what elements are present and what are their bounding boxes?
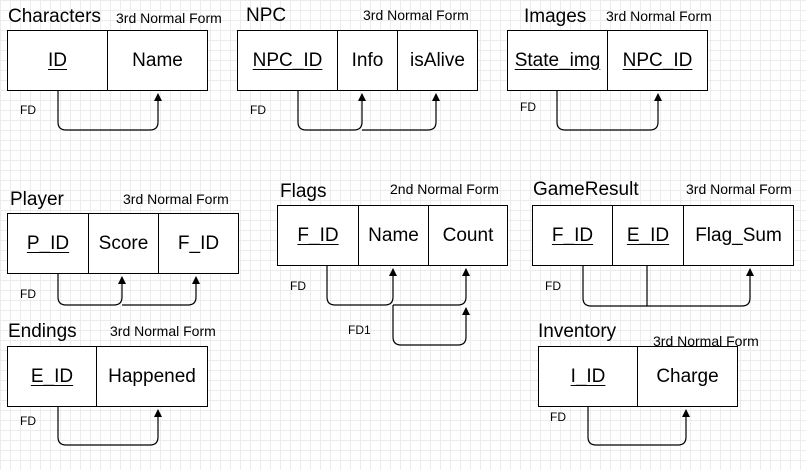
player-normal-form: 3rd Normal Form xyxy=(123,191,229,207)
npc-column-isalive[interactable]: isAlive xyxy=(397,30,478,91)
gameresult-fd-label: FD xyxy=(545,279,561,293)
flags-column-f-id[interactable]: F_ID xyxy=(277,205,359,266)
player-title: Player xyxy=(10,189,64,210)
npc-fd-arrow-isalive xyxy=(362,93,440,131)
flags-fd-arrow-name xyxy=(326,266,397,306)
npc-normal-form: 3rd Normal Form xyxy=(363,7,469,23)
characters-fd-arrow xyxy=(57,91,162,131)
flags-title: Flags xyxy=(280,181,327,202)
endings-title: Endings xyxy=(8,321,77,342)
images-fd-label: FD xyxy=(520,100,536,114)
endings-column-happened[interactable]: Happened xyxy=(96,346,208,407)
player-fd-arrow-score xyxy=(57,274,126,306)
inventory-column-charge[interactable]: Charge xyxy=(637,346,738,407)
images-normal-form: 3rd Normal Form xyxy=(606,8,712,24)
characters-column-name[interactable]: Name xyxy=(107,30,208,91)
flags-column-count[interactable]: Count xyxy=(428,205,508,266)
inventory-normal-form: 3rd Normal Form xyxy=(653,333,759,349)
endings-column-e-id[interactable]: E_ID xyxy=(7,346,97,407)
player-column-score[interactable]: Score xyxy=(88,213,159,274)
images-column-npc-id[interactable]: NPC_ID xyxy=(607,30,708,91)
characters-column-id[interactable]: ID xyxy=(7,30,108,91)
flags-fd-arrow-count xyxy=(393,268,470,306)
flags-fd1-arrow xyxy=(392,305,470,346)
characters-fd-label: FD xyxy=(20,103,36,117)
endings-fd-label: FD xyxy=(20,414,36,428)
images-title: Images xyxy=(524,6,587,27)
inventory-title: Inventory xyxy=(538,321,617,342)
gameresult-column-flag-sum[interactable]: Flag_Sum xyxy=(683,205,794,266)
npc-column-npc-id[interactable]: NPC_ID xyxy=(237,30,338,91)
endings-normal-form: 3rd Normal Form xyxy=(110,323,216,339)
gameresult-column-f-id[interactable]: F_ID xyxy=(532,205,613,266)
player-column-f-id[interactable]: F_ID xyxy=(158,213,239,274)
npc-column-info[interactable]: Info xyxy=(337,30,398,91)
flags-normal-form: 2nd Normal Form xyxy=(390,181,499,197)
images-column-state-img[interactable]: State_img xyxy=(507,30,608,91)
npc-fd-label: FD xyxy=(250,103,266,117)
flags-column-name[interactable]: Name xyxy=(358,205,429,266)
flags-fd1-label: FD1 xyxy=(348,323,371,337)
characters-normal-form: 3rd Normal Form xyxy=(116,10,222,26)
inventory-column-i-id[interactable]: I_ID xyxy=(538,346,638,407)
images-fd-arrow xyxy=(556,91,662,131)
gameresult-title: GameResult xyxy=(533,179,639,200)
flags-fd-label: FD xyxy=(290,279,306,293)
npc-fd-arrow-info xyxy=(297,91,366,131)
player-fd-arrow-f-id xyxy=(122,276,200,306)
npc-title: NPC xyxy=(246,5,287,26)
gameresult-normal-form: 3rd Normal Form xyxy=(686,181,792,197)
player-fd-label: FD xyxy=(20,287,36,301)
player-column-p-id[interactable]: P_ID xyxy=(7,213,89,274)
characters-title: Characters xyxy=(8,6,101,27)
gameresult-column-e-id[interactable]: E_ID xyxy=(612,205,684,266)
endings-fd-arrow xyxy=(57,407,162,446)
inventory-fd-arrow xyxy=(587,407,690,446)
gameresult-fd-arrow xyxy=(582,266,754,307)
inventory-fd-label: FD xyxy=(550,410,566,424)
